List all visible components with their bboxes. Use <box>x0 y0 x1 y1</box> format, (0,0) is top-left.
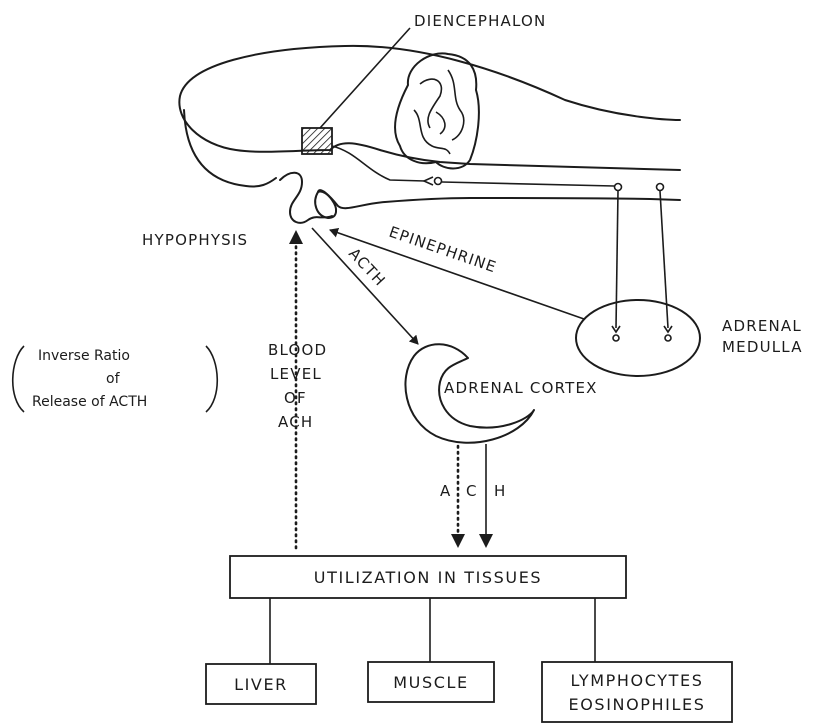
cerebellum-fold-2 <box>448 70 464 140</box>
diencephalon-hatched-square <box>302 128 332 154</box>
acth-label: ACTH <box>345 244 389 290</box>
cerebellum-fold-1 <box>420 79 441 128</box>
cortex-solid-arrowhead <box>479 534 493 548</box>
ach-letter-c: C <box>466 482 478 500</box>
efferent-arrowhead <box>424 177 433 185</box>
cerebellum-fold-3 <box>414 110 450 154</box>
spinal-nerve-2 <box>660 191 668 328</box>
efferent-nerve <box>442 182 614 186</box>
blood-level-label-1: BLOOD <box>268 341 327 359</box>
blood-level-label-3: OF <box>284 389 307 407</box>
ach-letter-h: H <box>494 482 506 500</box>
medulla-synapse-1 <box>613 335 619 341</box>
cortex-dotted-arrowhead <box>451 534 465 548</box>
cerebellum-outline <box>395 53 479 168</box>
efferent-synapse-3 <box>657 184 664 191</box>
blood-level-arrowhead <box>289 230 303 244</box>
eosinophiles-label: EOSINOPHILES <box>569 695 706 714</box>
adrenal-medulla-ellipse <box>576 300 700 376</box>
muscle-label: MUSCLE <box>393 673 468 692</box>
efferent-synapse-2 <box>615 184 622 191</box>
adrenal-medulla-label-1: ADRENAL <box>722 317 802 335</box>
inverse-ratio-left-paren <box>13 346 24 412</box>
adrenal-medulla-label-2: MEDULLA <box>722 338 803 356</box>
medulla-synapse-2 <box>665 335 671 341</box>
lymphocytes-label: LYMPHOCYTES <box>571 671 704 690</box>
inverse-ratio-right-paren <box>206 346 217 412</box>
blood-level-label-2: LEVEL <box>270 365 322 383</box>
brain-lower-outline <box>318 190 680 208</box>
hypophysis-stalk <box>280 173 332 223</box>
spinal-nerve-1 <box>616 191 618 328</box>
acth-arrow <box>312 228 418 344</box>
cerebellum-fold-4 <box>436 112 445 134</box>
inverse-ratio-line-3: Release of ACTH <box>32 394 147 410</box>
inverse-ratio-line-1: Inverse Ratio <box>38 348 130 364</box>
diencephalon-efferent <box>332 146 425 181</box>
efferent-synapse-1 <box>435 178 442 185</box>
diencephalon-label: DIENCEPHALON <box>414 12 546 30</box>
adrenal-cortex-label: ADRENAL CORTEX <box>444 379 598 397</box>
hypophysis-gland <box>315 191 336 218</box>
liver-label: LIVER <box>234 675 288 694</box>
utilization-label: UTILIZATION IN TISSUES <box>314 568 542 587</box>
hypophysis-label: HYPOPHYSIS <box>142 231 248 249</box>
ach-letter-a: A <box>440 482 451 500</box>
brain-outline <box>179 46 680 170</box>
epinephrine-label: EPINEPHRINE <box>387 223 499 277</box>
blood-level-label-4: ACH <box>278 413 313 431</box>
inverse-ratio-line-2: of <box>106 371 121 387</box>
